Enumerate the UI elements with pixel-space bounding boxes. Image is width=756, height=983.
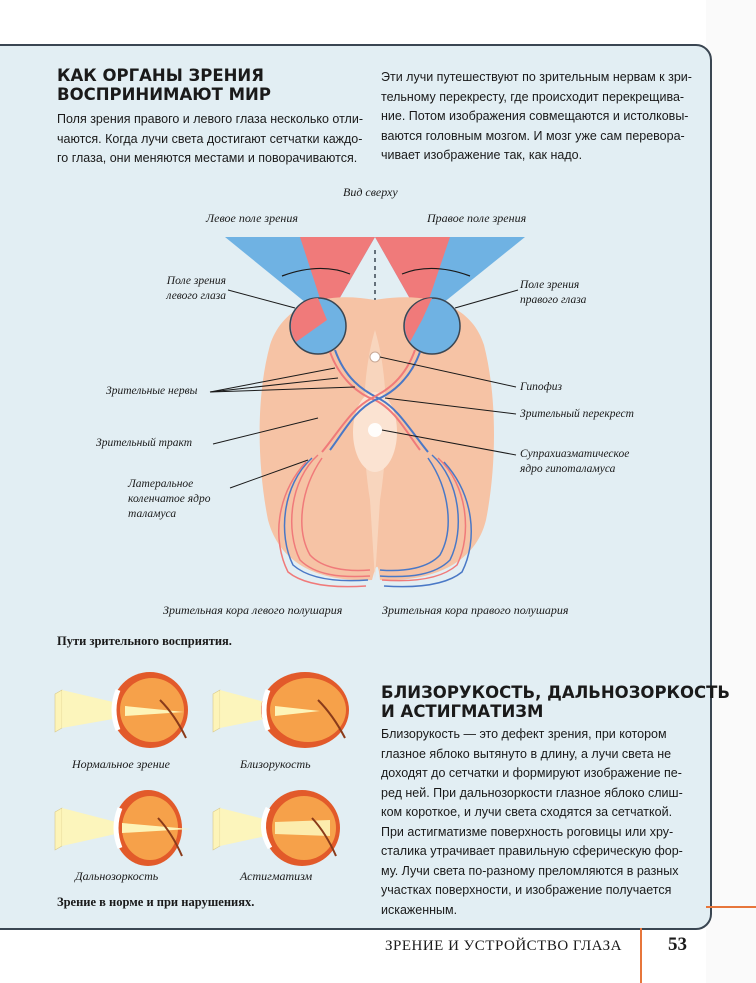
eyes-caption: Зрение в норме и при нарушениях. (57, 895, 254, 910)
astigmatism-eye (213, 790, 340, 866)
title-line: И АСТИГМАТИЗМ (381, 702, 730, 721)
text-line: искаженным. (381, 901, 696, 921)
astigmatism-label: Астигматизм (240, 869, 312, 884)
normal-eye (55, 672, 188, 748)
page-number: 53 (668, 934, 687, 956)
myopia-eye (213, 672, 349, 748)
refraction-paragraph: Близорукость — это дефект зрения, при ко… (381, 725, 696, 920)
text-line: глазное яблоко вытянуто в длину, а лучи … (381, 745, 696, 765)
normal-vision-label: Нормальное зрение (72, 757, 170, 772)
text-line: доходят до сетчатки и формируют изображе… (381, 764, 696, 784)
section-title-refraction: БЛИЗОРУКОСТЬ, ДАЛЬНОЗОРКОСТЬ И АСТИГМАТИ… (381, 683, 730, 721)
footer-divider (640, 928, 642, 983)
text-line: ред ней. При дальнозоркости глазное ябло… (381, 784, 696, 804)
running-footer-title: ЗРЕНИЕ И УСТРОЙСТВО ГЛАЗА (385, 938, 622, 955)
text-line: Близорукость — это дефект зрения, при ко… (381, 725, 696, 745)
text-line: участках поверхности, и изображение полу… (381, 881, 696, 901)
corner-rule (706, 906, 756, 908)
hyperopia-label: Дальнозоркость (75, 869, 158, 884)
text-line: му. Лучи света по-разному преломляются в… (381, 862, 696, 882)
hyperopia-eye (55, 790, 190, 866)
text-line: При астигматизме поверхность роговицы ил… (381, 823, 696, 843)
title-line: БЛИЗОРУКОСТЬ, ДАЛЬНОЗОРКОСТЬ (381, 683, 730, 702)
text-line: ком короткое, и лучи света сходятся за с… (381, 803, 696, 823)
myopia-label: Близорукость (240, 757, 311, 772)
text-line: сталика утрачивает правильную сферическу… (381, 842, 696, 862)
